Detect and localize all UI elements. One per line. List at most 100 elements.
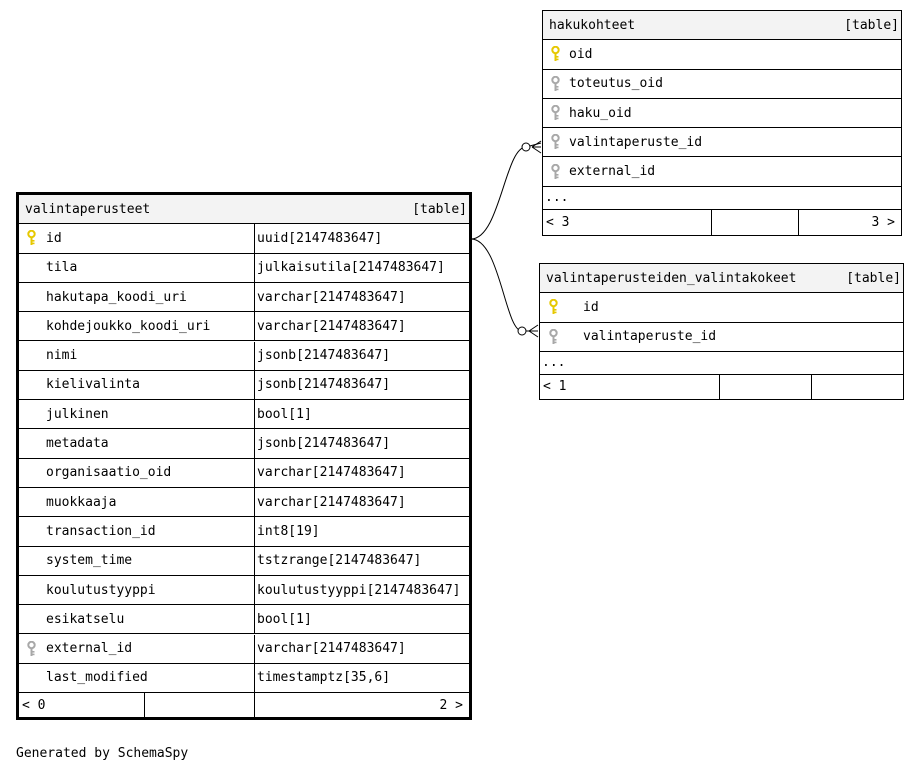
column-divider <box>254 370 255 400</box>
link-valintakokeet-optional-marker <box>517 326 527 336</box>
column-row[interactable]: nimi jsonb[2147483647] <box>19 341 469 371</box>
table-valintaperusteiden-valintakokeet[interactable]: valintaperusteiden_valintakokeet[table]i… <box>539 263 904 400</box>
children-count-link[interactable]: < 3 <box>546 214 570 230</box>
column-name: transaction_id <box>46 523 156 539</box>
table-name[interactable]: hakukohteet <box>549 17 636 33</box>
more-columns-row[interactable]: ... <box>540 352 903 375</box>
table-header: valintaperusteiden_valintakokeet[table] <box>540 264 903 294</box>
column-divider <box>254 546 255 575</box>
column-type: varchar[2147483647] <box>257 465 406 481</box>
column-type: jsonb[2147483647] <box>257 436 391 452</box>
footer-divider <box>811 374 812 399</box>
column-name: tila <box>46 260 78 276</box>
column-name: valintaperuste_id <box>583 329 717 345</box>
column-row[interactable]: valintaperuste_id <box>543 128 901 158</box>
column-name: oid <box>569 46 593 62</box>
footer-divider <box>254 693 255 717</box>
column-type: varchar[2147483647] <box>257 318 406 334</box>
column-type: varchar[2147483647] <box>257 494 406 510</box>
link-valintakokeet-crowfoot <box>528 324 539 338</box>
column-type: koulutustyyppi[2147483647] <box>257 582 461 598</box>
column-divider <box>254 253 255 282</box>
column-row[interactable]: id <box>540 293 903 323</box>
column-type: uuid[2147483647] <box>257 230 383 246</box>
column-row[interactable]: oid <box>543 40 901 70</box>
column-name: valintaperuste_id <box>569 134 703 150</box>
link-hakukohteet-crowfoot <box>531 140 542 154</box>
column-divider <box>254 429 255 458</box>
column-divider <box>254 605 255 634</box>
column-type: varchar[2147483647] <box>257 289 406 305</box>
column-name: koulutustyyppi <box>46 582 156 598</box>
column-divider <box>254 224 255 253</box>
table-valintaperusteet[interactable]: valintaperusteet [table] id uuid[2147483647… <box>16 192 472 720</box>
link-valintakokeet-valintaperuste <box>470 238 538 332</box>
column-divider <box>254 282 255 312</box>
column-divider <box>254 488 255 517</box>
table-name[interactable]: valintaperusteet <box>25 201 151 217</box>
column-divider <box>254 312 255 341</box>
column-row[interactable]: toteutus_oid <box>543 70 901 99</box>
column-row[interactable]: esikatselu bool[1] <box>19 605 469 635</box>
column-divider <box>254 634 255 663</box>
column-row[interactable]: metadata jsonb[2147483647] <box>19 429 469 459</box>
column-name: haku_oid <box>569 105 632 121</box>
column-divider <box>254 458 255 487</box>
column-divider <box>254 575 255 605</box>
link-hakukohteet-optional-marker <box>521 142 531 152</box>
footer-divider <box>798 209 799 235</box>
column-row[interactable]: id uuid[2147483647] <box>19 224 469 254</box>
foreign-key-icon <box>551 163 560 180</box>
column-row[interactable]: external_id <box>543 158 901 187</box>
column-row[interactable]: valintaperuste_id <box>540 323 903 352</box>
footer-divider <box>711 209 712 235</box>
column-type: bool[1] <box>257 611 312 627</box>
parents-count-link[interactable]: 3 > <box>871 214 895 230</box>
foreign-key-icon <box>549 328 558 345</box>
column-divider <box>254 663 255 693</box>
column-name: hakutapa_koodi_uri <box>46 289 187 305</box>
primary-key-icon <box>27 230 36 246</box>
column-row[interactable]: haku_oid <box>543 99 901 129</box>
table-tag: [table] <box>412 201 467 217</box>
column-row[interactable]: tila julkaisutila[2147483647] <box>19 253 469 283</box>
column-name: julkinen <box>46 406 109 422</box>
column-divider <box>254 517 255 546</box>
children-count-link[interactable]: < 1 <box>543 379 567 395</box>
column-type: julkaisutila[2147483647] <box>257 260 445 276</box>
column-divider <box>254 400 255 429</box>
table-footer: < 1 <box>540 374 903 399</box>
footer-divider <box>144 693 145 717</box>
table-footer: < 0 2 > <box>19 693 469 717</box>
children-count-link[interactable]: < 0 <box>22 697 46 713</box>
column-row[interactable]: koulutustyyppi koulutustyyppi[2147483647] <box>19 575 469 606</box>
column-name: esikatselu <box>46 611 125 627</box>
column-name: muokkaaja <box>46 494 117 510</box>
primary-key-icon <box>551 46 560 62</box>
column-row[interactable]: muokkaaja varchar[2147483647] <box>19 488 469 518</box>
table-header: valintaperusteet [table] <box>19 195 469 225</box>
link-hakukohteet-valintaperuste <box>470 142 542 240</box>
column-type: jsonb[2147483647] <box>257 348 391 364</box>
footer-divider <box>719 374 720 399</box>
parents-count-link[interactable]: 2 > <box>439 697 463 713</box>
more-columns-row[interactable]: ... <box>543 187 901 210</box>
column-row[interactable]: hakutapa_koodi_uri varchar[2147483647] <box>19 282 469 313</box>
column-name: nimi <box>46 348 78 364</box>
column-name: id <box>46 230 62 246</box>
column-type: varchar[2147483647] <box>257 641 406 657</box>
column-divider <box>254 341 255 370</box>
table-name[interactable]: valintaperusteiden_valintakokeet <box>546 270 797 286</box>
column-name: metadata <box>46 436 109 452</box>
column-type: tstzrange[2147483647] <box>257 553 422 569</box>
more-columns-ellipsis: ... <box>542 355 566 371</box>
